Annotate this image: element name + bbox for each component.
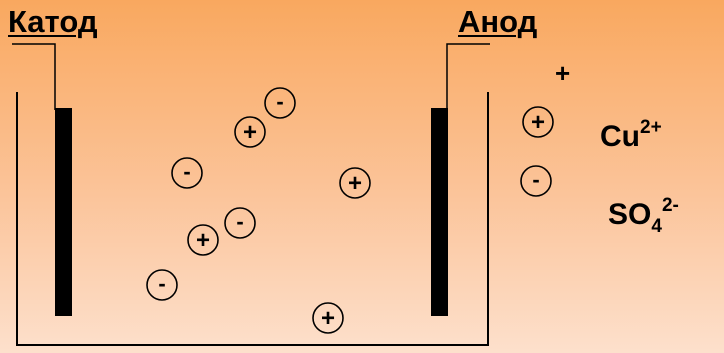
cation-8-ring [312, 302, 344, 334]
cation-8: + [312, 302, 344, 334]
cation-4-sign: + [348, 170, 362, 197]
cation-formula-text: Cu [600, 120, 640, 153]
anion-1-ring [264, 87, 296, 119]
cation-4: + [339, 167, 371, 199]
legend-anion-circle-ring [520, 165, 552, 197]
cation-formula: Cu2+ [600, 118, 662, 152]
cation-6-ring [187, 224, 219, 256]
anion-subscript: 4 [651, 216, 662, 237]
cation-2-sign: + [243, 119, 257, 146]
cation-4-ring [339, 167, 371, 199]
anion-1: - [264, 87, 296, 119]
anion-7-sign: - [158, 271, 165, 296]
legend-ions-group: +- [520, 106, 554, 197]
cation-charge: 2+ [640, 117, 662, 138]
anion-7-ring [146, 269, 178, 301]
legend-cation-circle-ring [522, 106, 554, 138]
anion-3-ring [171, 157, 203, 189]
anion-formula: SO42- [608, 196, 679, 236]
ions-group: -+-+-+-+ [146, 87, 371, 334]
anion-7: - [146, 269, 178, 301]
legend-anion-circle-sign: - [532, 167, 539, 192]
cation-2: + [234, 116, 266, 148]
legend-anion-circle: - [520, 165, 552, 197]
cathode-wire [12, 43, 56, 110]
electrolysis-vessel [16, 92, 489, 346]
cation-8-sign: + [321, 305, 335, 332]
anion-5-sign: - [236, 209, 243, 234]
anode-positive-sign: + [555, 58, 571, 88]
cation-6-sign: + [196, 227, 210, 254]
legend-cation-circle-sign: + [531, 109, 545, 136]
anion-1-sign: - [276, 89, 283, 114]
anion-formula-text: SO [608, 198, 652, 231]
anion-3: - [171, 157, 203, 189]
anion-5-ring [224, 207, 256, 239]
anion-3-sign: - [183, 159, 190, 184]
anode-electrode [431, 108, 448, 316]
anode-wire [446, 43, 490, 110]
anode-label: Анод [458, 4, 538, 39]
cation-2-ring [234, 116, 266, 148]
cathode-electrode [55, 108, 72, 316]
cation-6: + [187, 224, 219, 256]
anion-charge: 2- [661, 195, 679, 216]
cathode-label: Катод [8, 4, 98, 39]
anion-5: - [224, 207, 256, 239]
legend-cation-circle: + [522, 106, 554, 138]
